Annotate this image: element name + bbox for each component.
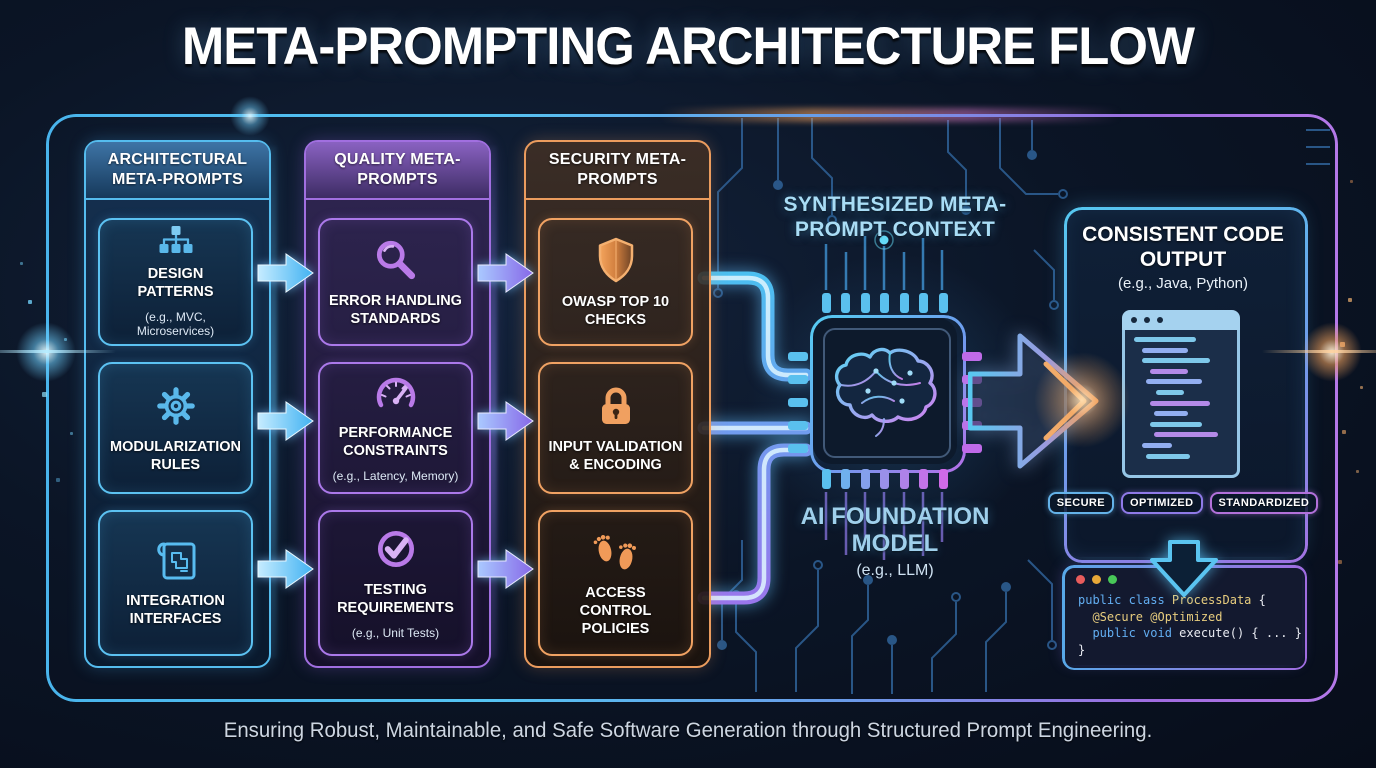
shield-icon [598, 237, 633, 282]
footprints-icon [593, 534, 636, 569]
ai-model-subtitle: (e.g., LLM) [856, 562, 934, 579]
output-subtitle: (e.g., Java, Python) [1117, 275, 1249, 292]
flow-arrow-right [257, 401, 314, 441]
flow-arrow-right [477, 549, 534, 589]
gauge-icon [376, 377, 415, 408]
card-title: INTEGRATION INTERFACES [126, 592, 225, 627]
card-subtitle: (e.g., Latency, Memory) [332, 469, 459, 483]
card-integration-interfaces: INTEGRATION INTERFACES [98, 510, 253, 656]
output-badges: SECURE OPTIMIZED STANDARDIZED [1047, 492, 1319, 514]
flow-arrow-right [257, 253, 314, 293]
card-title: INPUT VALIDATION & ENCODING [548, 438, 683, 473]
code-window-lines [1122, 330, 1240, 478]
column-architectural: ARCHITECTURAL META-PROMPTS DESIGN PATTER… [84, 140, 271, 668]
badge-standardized: STANDARDIZED [1209, 492, 1319, 514]
flow-arrow-right [477, 253, 534, 293]
code-window-titlebar [1122, 310, 1240, 330]
ai-chip-face [823, 328, 951, 458]
ai-model-label: AI FOUNDATION MODEL (e.g., LLM) [795, 503, 995, 580]
traffic-green-dot [1108, 575, 1117, 584]
card-access-control: ACCESS CONTROL POLICIES [538, 510, 693, 656]
footer-caption: Ensuring Robust, Maintainable, and Safe … [223, 719, 1153, 742]
traffic-red-dot [1076, 575, 1085, 584]
column-security: SECURITY META-PROMPTS OWASP TOP 10 CHECK… [524, 140, 711, 668]
code-snippet-lines: public class ProcessData { @Secure @Opti… [1078, 593, 1302, 657]
brain-chip-icon [834, 347, 937, 437]
flow-arrow-right [257, 549, 314, 589]
card-testing-requirements: TESTING REQUIREMENTS (e.g., Unit Tests) [318, 510, 473, 656]
column-quality: QUALITY META-PROMPTS ERROR HANDLING STAN… [304, 140, 491, 668]
card-title: ERROR HANDLING STANDARDS [329, 292, 462, 327]
magnifier-icon [376, 240, 415, 279]
window-dot [1144, 317, 1150, 323]
flow-arrow-right [477, 401, 534, 441]
output-title: CONSISTENT CODE OUTPUT [1082, 223, 1284, 271]
synthesized-context-label: SYNTHESIZED META-PROMPT CONTEXT [783, 193, 1007, 241]
column-security-header: SECURITY META-PROMPTS [526, 142, 709, 200]
card-modularization-rules: MODULARIZATION RULES [98, 362, 253, 494]
traffic-lights [1076, 575, 1117, 584]
card-title: MODULARIZATION RULES [109, 438, 242, 473]
window-dot [1131, 317, 1137, 323]
hierarchy-icon [159, 226, 192, 253]
card-design-patterns: DESIGN PATTERNS (e.g., MVC, Microservice… [98, 218, 253, 346]
traffic-yellow-dot [1092, 575, 1101, 584]
page-title: META-PROMPTING ARCHITECTURE FLOW [181, 17, 1195, 76]
card-title: PERFORMANCE CONSTRAINTS [338, 425, 453, 459]
card-title: ACCESS CONTROL POLICIES [579, 584, 652, 637]
card-performance-constraints: PERFORMANCE CONSTRAINTS (e.g., Latency, … [318, 362, 473, 494]
card-subtitle: (e.g., Unit Tests) [351, 626, 440, 640]
output-to-code-arrow [1150, 540, 1218, 597]
badge-optimized: OPTIMIZED [1121, 492, 1203, 514]
window-dot [1157, 317, 1163, 323]
check-circle-icon [377, 530, 414, 568]
card-owasp-checks: OWASP TOP 10 CHECKS [538, 218, 693, 346]
card-subtitle: (e.g., MVC, Microservices) [136, 310, 215, 338]
card-title: DESIGN PATTERNS [137, 266, 214, 300]
column-architectural-header: ARCHITECTURAL META-PROMPTS [86, 142, 269, 200]
card-input-validation: INPUT VALIDATION & ENCODING [538, 362, 693, 494]
column-quality-header: QUALITY META-PROMPTS [306, 142, 489, 200]
card-error-handling: ERROR HANDLING STANDARDS [318, 218, 473, 346]
code-window-icon [1122, 310, 1240, 478]
card-title: OWASP TOP 10 CHECKS [561, 293, 670, 328]
arrow-tip-flare [1030, 348, 1134, 452]
gear-icon [156, 386, 195, 425]
card-title: TESTING REQUIREMENTS [337, 582, 454, 616]
lock-icon [601, 387, 630, 424]
ai-model-title: AI FOUNDATION MODEL [800, 503, 990, 557]
badge-secure: SECURE [1047, 492, 1114, 514]
blueprint-icon [156, 542, 195, 579]
